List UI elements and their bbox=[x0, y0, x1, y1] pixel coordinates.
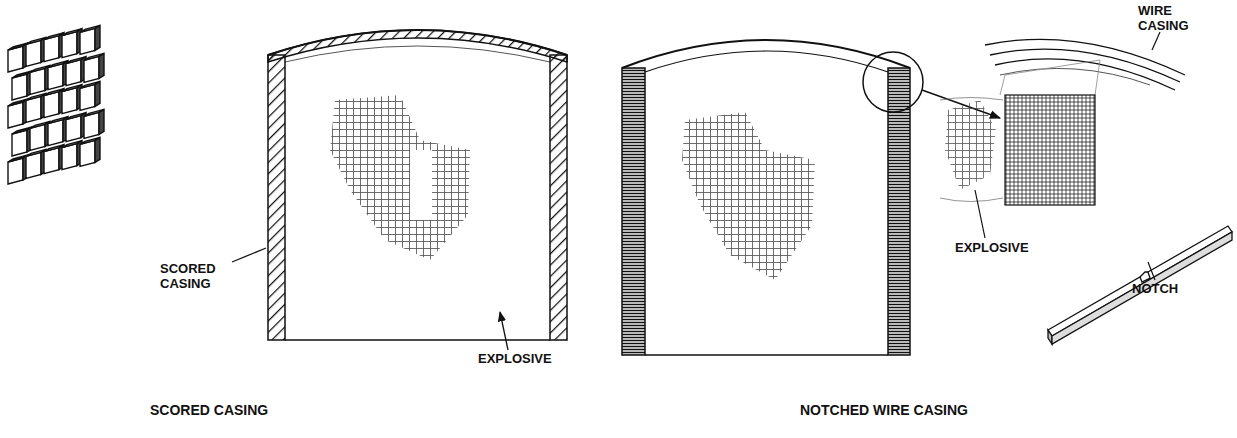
part-label: EXPLOSIVE bbox=[955, 241, 1029, 256]
figure-caption: NOTCHED WIRE CASING bbox=[800, 402, 968, 418]
leader-line bbox=[975, 190, 985, 238]
part-label: NOTCH bbox=[1132, 282, 1178, 297]
leader-arrow bbox=[500, 312, 508, 350]
fragment-blocks bbox=[8, 25, 104, 184]
leader-line bbox=[232, 248, 266, 262]
part-label: EXPLOSIVE bbox=[478, 352, 552, 367]
figure-caption: SCORED CASING bbox=[150, 402, 268, 418]
leader-line bbox=[1148, 262, 1155, 280]
scored-casing-cylinder bbox=[268, 30, 567, 340]
wire-casing-cylinder bbox=[622, 40, 1000, 355]
leader-line bbox=[1152, 32, 1160, 50]
part-label: WIRE CASING bbox=[1138, 4, 1218, 34]
wire-casing-detail bbox=[940, 39, 1185, 205]
notched-wire bbox=[1048, 226, 1232, 344]
part-label: SCORED CASING bbox=[160, 262, 240, 292]
